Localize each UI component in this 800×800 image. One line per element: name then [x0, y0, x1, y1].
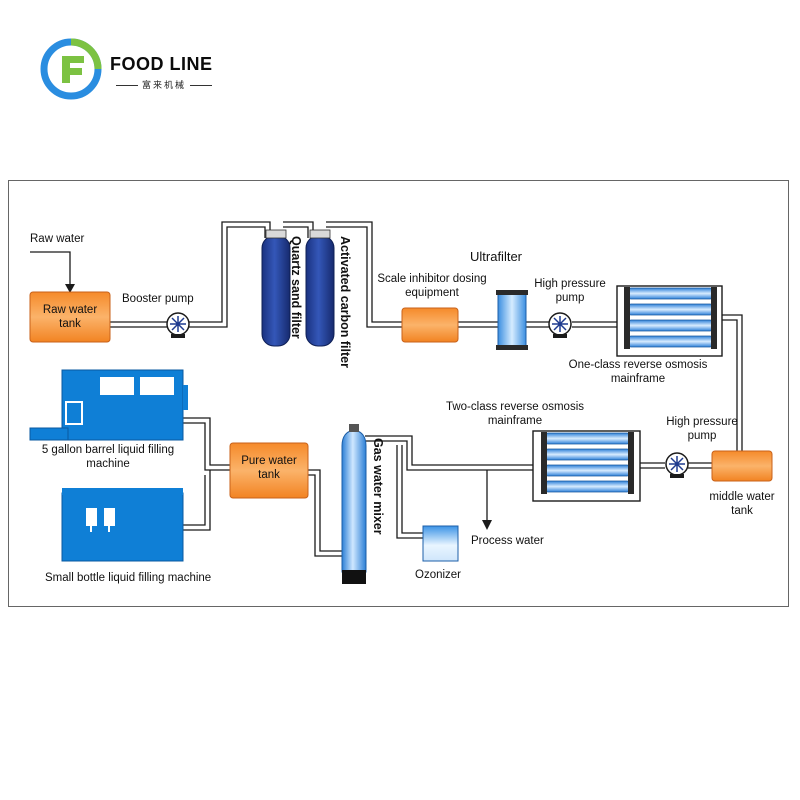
raw-water-label: Raw water: [30, 233, 85, 245]
high-pressure-pump-2-icon: [665, 452, 689, 478]
two-class-ro-label: Two-class reverse osmosis mainframe: [445, 401, 585, 427]
high-pressure-pump-1-label: High pressure pump: [534, 278, 606, 304]
high-pressure-pump-1-icon: [548, 312, 572, 338]
five-gallon-filling-machine: [29, 369, 188, 441]
gas-water-mixer-label: Gas water mixer: [371, 438, 385, 535]
small-bottle-filling-machine: [61, 488, 184, 562]
small-bottle-label: Small bottle liquid filling machine: [45, 572, 212, 584]
diagram-frame: [8, 180, 789, 607]
five-gallon-label: 5 gallon barrel liquid filling machine: [41, 444, 175, 470]
one-class-ro-label: One-class reverse osmosis mainframe: [568, 359, 708, 385]
ultrafilter: [496, 290, 528, 350]
brand-name: FOOD LINE: [110, 54, 213, 74]
food-line-logo-icon: [40, 38, 102, 100]
process-water-label: Process water: [471, 535, 544, 547]
booster-pump-icon: [166, 312, 190, 338]
ozonizer-label: Ozonizer: [415, 569, 462, 581]
two-class-ro-mainframe: [532, 430, 641, 502]
middle-water-tank: [711, 450, 773, 482]
activated-carbon-filter-label: Activated carbon filter: [338, 236, 352, 368]
raw-water-tank-label: Raw water tank: [42, 304, 98, 330]
ozonizer: [422, 525, 459, 562]
middle-water-tank-label: middle water tank: [709, 491, 775, 517]
pure-water-tank-label: Pure water tank: [241, 455, 297, 481]
brand-subtitle: 富来机械: [110, 78, 218, 91]
one-class-ro-mainframe: [616, 285, 723, 357]
scale-inhibitor-dosing-equipment: [401, 307, 459, 343]
scale-inhibitor-label: Scale inhibitor dosing equipment: [377, 273, 487, 299]
booster-pump-label: Booster pump: [122, 293, 194, 305]
gas-water-mixer: [341, 424, 367, 584]
pure-water-tank: [229, 442, 309, 499]
activated-carbon-filter: [305, 229, 335, 347]
quartz-sand-filter: [261, 229, 291, 347]
raw-water-tank: [29, 291, 111, 343]
ultrafilter-label: Ultrafilter: [470, 249, 523, 264]
high-pressure-pump-2-label: High pressure pump: [666, 416, 738, 442]
brand-logo: FOOD LINE 富来机械: [40, 38, 230, 100]
quartz-sand-filter-label: Quartz sand filter: [289, 236, 303, 339]
